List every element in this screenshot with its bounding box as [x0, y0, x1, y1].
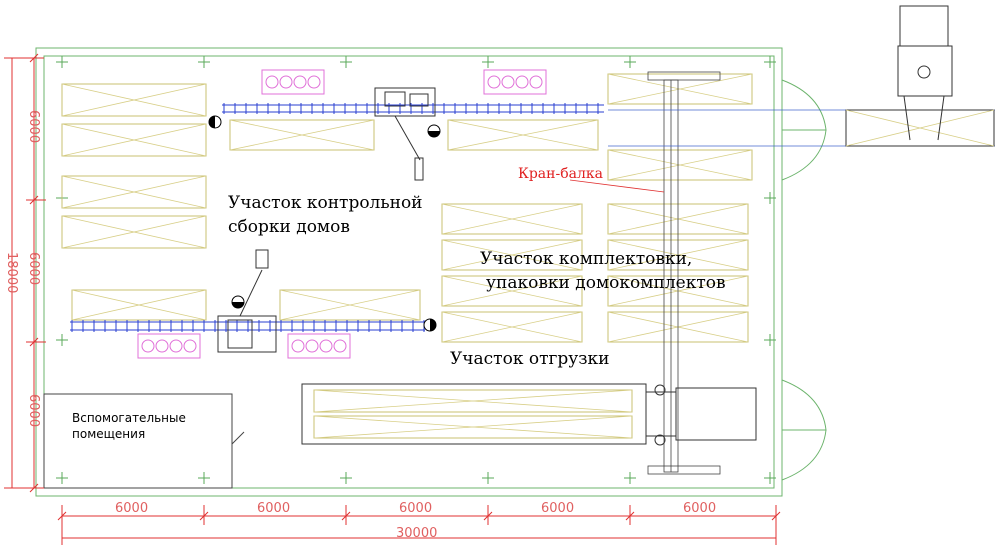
truck — [301, 383, 757, 446]
rack — [313, 389, 633, 413]
dim-left-total: 18000 — [4, 252, 19, 293]
rack — [447, 119, 599, 151]
sensor-markers — [208, 115, 441, 332]
dim-left-1: 6000 — [26, 110, 41, 143]
left-dimensions: 6000 6000 6000 18000 — [4, 53, 46, 493]
dim-bottom-total: 30000 — [396, 526, 437, 541]
hoist-unit — [845, 5, 995, 147]
rack — [229, 119, 375, 151]
dim-bottom-4: 6000 — [541, 501, 574, 516]
shipping-label: Участок отгрузки — [450, 349, 610, 369]
dim-bottom-3: 6000 — [399, 501, 432, 516]
rack — [279, 289, 421, 321]
dim-bottom-5: 6000 — [683, 501, 716, 516]
rack — [61, 123, 207, 157]
pallet-stack — [137, 333, 201, 359]
assembly-machine-top — [374, 87, 436, 181]
aux-rooms-label-1: Вспомогательные — [72, 411, 186, 425]
conveyor-bottom — [70, 320, 425, 332]
assembly-machine-bottom — [217, 249, 277, 353]
dim-bottom-1: 6000 — [115, 501, 148, 516]
auxiliary-rooms: Вспомогательные помещения — [43, 393, 245, 489]
pallet-stack — [261, 69, 325, 95]
kitting-label-2: упаковки домокомплектов — [486, 273, 726, 293]
rack — [441, 275, 583, 307]
pallet-stacks — [137, 69, 547, 359]
pallet-stack — [287, 333, 351, 359]
rack — [61, 83, 207, 117]
building-walls — [35, 47, 827, 497]
control-assembly-label-1: Участок контрольной — [228, 193, 423, 213]
rack — [71, 289, 207, 321]
dim-bottom-2: 6000 — [257, 501, 290, 516]
rack — [313, 415, 633, 439]
crane-label: Кран-балка — [518, 166, 603, 182]
rack — [607, 73, 753, 105]
rack — [441, 203, 583, 235]
bottom-dimensions: 6000 6000 6000 6000 6000 30000 — [57, 501, 781, 545]
rack — [61, 175, 207, 209]
aux-rooms-label-2: помещения — [72, 427, 145, 441]
conveyor-top — [222, 103, 604, 114]
pallet-stack — [483, 69, 547, 95]
dim-left-3: 6000 — [26, 394, 41, 427]
control-assembly-label-2: сборки домов — [228, 217, 350, 237]
rack — [607, 149, 753, 181]
rack — [61, 215, 207, 249]
kitting-label-1: Участок комплектовки, — [480, 249, 692, 269]
dim-left-2: 6000 — [26, 252, 41, 285]
rack — [441, 239, 583, 271]
rack — [441, 311, 583, 343]
